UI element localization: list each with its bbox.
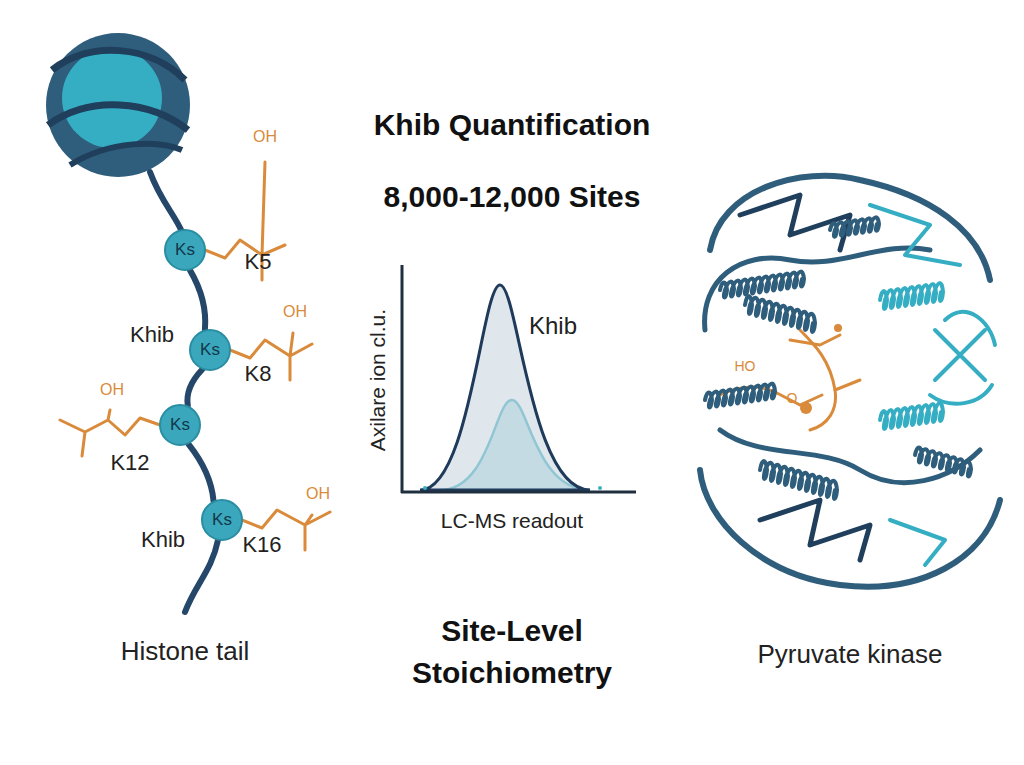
peak-label: Khib <box>529 312 577 340</box>
hydroxyl-label: OH <box>306 485 330 503</box>
alpha-helix <box>830 217 879 236</box>
lysine-circle: Ks <box>164 229 206 271</box>
panel-caption: Pyruvate kinase <box>758 640 943 670</box>
hydroxyl-label: OH <box>253 128 277 146</box>
alpha-helix <box>880 283 943 309</box>
side-chain <box>60 162 330 550</box>
tail-segment <box>187 369 202 405</box>
panel-heading: Site-Level Stoichiometry <box>397 610 627 694</box>
alpha-helix <box>880 403 943 429</box>
tail-segment <box>190 270 205 329</box>
hydroxyl-label: OH <box>283 303 307 321</box>
modification-label: Khib <box>141 527 185 552</box>
alpha-helix <box>720 272 804 298</box>
alpha-helix <box>705 384 775 408</box>
residue-label: Ks <box>212 510 232 530</box>
title: Khib Quantification <box>374 108 651 143</box>
alpha-helix <box>915 448 971 477</box>
chromatogram <box>401 265 636 493</box>
axis-label: Axilare ion cl.u. <box>366 309 390 451</box>
residue-label: Ks <box>170 415 190 435</box>
axis-label: LC-MS readout <box>441 509 583 533</box>
hydroxyl-label: OH <box>100 381 124 399</box>
nucleosome <box>46 33 190 177</box>
site-count: 8,000-12,000 Sites <box>384 180 641 215</box>
histone-tail <box>150 172 182 232</box>
site-label: K16 <box>242 532 281 557</box>
group-label: HO <box>735 358 756 374</box>
modification-label: Khib <box>130 322 174 347</box>
histone-tail <box>185 540 218 612</box>
panel-caption: Histone tail <box>121 637 250 667</box>
protein-ribbon <box>700 176 1000 587</box>
alpha-helix <box>745 296 815 332</box>
residue-label: Ks <box>200 340 220 360</box>
alpha-helix <box>760 461 837 499</box>
lysine-circle: Ks <box>159 404 201 446</box>
lysine-circle: Ks <box>201 499 243 541</box>
residue-label: Ks <box>175 240 195 260</box>
site-label: K5 <box>245 249 272 274</box>
lysine-circle: Ks <box>189 329 231 371</box>
group-label: O <box>787 390 798 406</box>
site-label: K8 <box>245 361 272 386</box>
tail-segment <box>188 444 213 501</box>
site-label: K12 <box>110 450 149 475</box>
